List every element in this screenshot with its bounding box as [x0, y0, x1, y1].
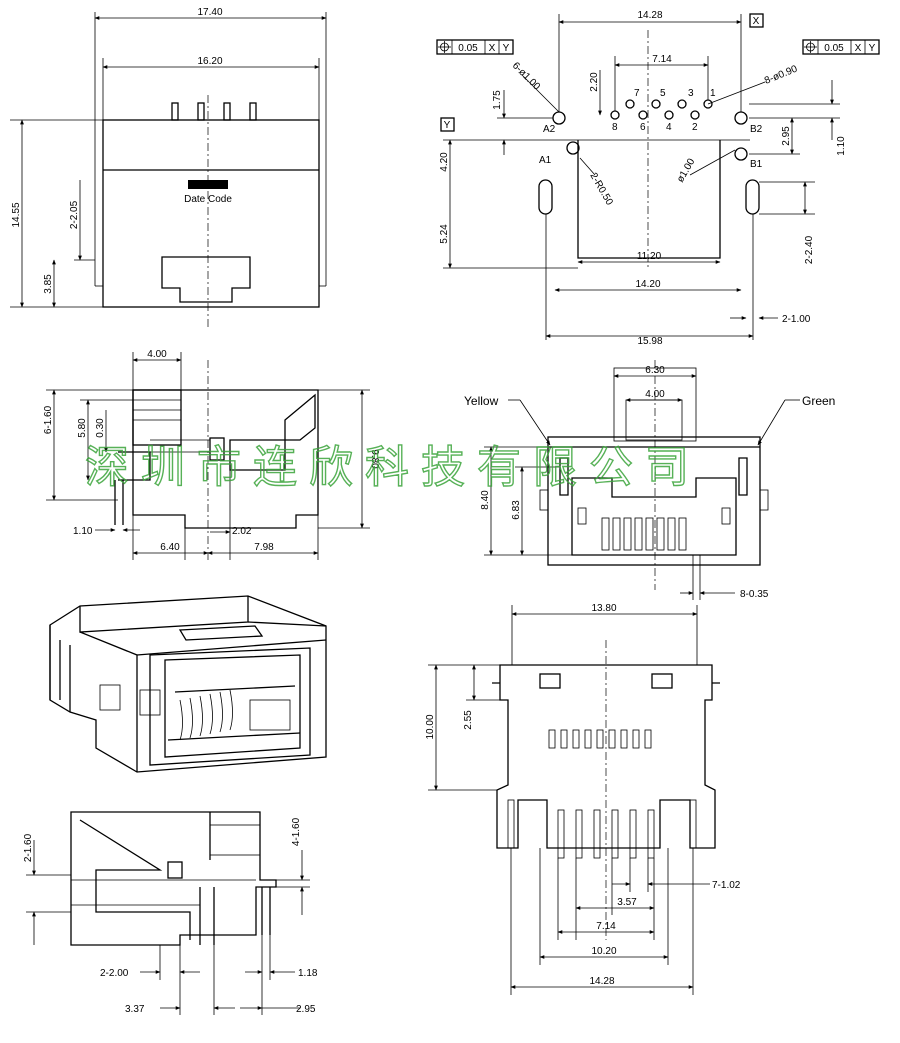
dim-bottom-1428: 14.28	[589, 976, 614, 987]
dim-hole-6: 6-ø1.00	[510, 60, 542, 92]
isometric-view	[49, 595, 327, 773]
label-pin-3: 3	[688, 88, 694, 99]
tol-left-y: Y	[503, 43, 510, 54]
label-pin-7: 7	[634, 88, 640, 99]
contacts	[601, 517, 687, 551]
label-pin-6: 6	[640, 122, 646, 133]
label-pin-2: 2	[692, 122, 698, 133]
datum-x: X	[753, 16, 760, 27]
dim-220: 2.20	[589, 72, 600, 92]
dim-bottom-1020: 10.20	[591, 946, 616, 957]
dim-bottom-1380: 13.80	[591, 603, 616, 614]
dim-side-980: 9.80	[369, 449, 380, 469]
tolerance-frame-right: 0.05 X Y	[802, 39, 880, 55]
dim-side-400: 4.00	[147, 349, 167, 360]
dim-hole-phi: ø1.00	[675, 156, 698, 184]
bottom-pins	[507, 799, 697, 859]
dim-side-160: 6-1.60	[43, 405, 54, 434]
dim-side-798: 7.98	[254, 542, 274, 553]
label-b1: B1	[750, 159, 763, 170]
tol-right-x: X	[855, 43, 862, 54]
dim-side-030: 0.30	[95, 418, 106, 438]
contact-slots	[548, 729, 652, 749]
label-pin-5: 5	[660, 88, 666, 99]
dim-pin-span: 7.14	[652, 54, 672, 65]
dim-end-160a: 2-1.60	[23, 833, 34, 862]
dim-front-630: 6.30	[645, 365, 665, 376]
dim-bottom-102: 7-1.02	[712, 880, 741, 891]
top-view: Date Code 17.40 16.20 14.55 2-2.05 3.85	[10, 7, 327, 330]
dim-side-640: 6.40	[160, 542, 180, 553]
dim-hole-8: 8-ø0.90	[763, 64, 799, 87]
dim-front-400: 4.00	[645, 389, 665, 400]
dim-end-337: 3.37	[125, 1004, 145, 1015]
label-a2: A2	[543, 124, 556, 135]
label-pin-8: 8	[612, 122, 618, 133]
dim-1598: 15.98	[637, 336, 662, 347]
tol-left-value: 0.05	[458, 43, 478, 54]
led-green-label: Green	[802, 394, 835, 408]
dim-bottom-357: 3.57	[617, 897, 637, 908]
dim-end-200: 2-2.00	[100, 968, 129, 979]
datum-y: Y	[444, 120, 451, 131]
dim-420: 4.20	[439, 152, 450, 172]
end-view: 2-1.60 4-1.60 2-2.00 1.18 3.37 2.95	[23, 811, 318, 1015]
dim-side-110: 1.10	[73, 526, 93, 537]
dim-front-035: 8-0.35	[740, 589, 769, 600]
label-pin-1: 1	[710, 88, 716, 99]
label-b2: B2	[750, 124, 763, 135]
dim-110: 1.10	[836, 136, 847, 156]
dim-1420: 14.20	[635, 279, 660, 290]
label-a1: A1	[539, 155, 552, 166]
footprint-view: A2 A1 B2 B1 8 7 6 5 4 3 2 1 X Y 0.05 X Y	[436, 10, 880, 347]
dim-175: 1.75	[492, 90, 503, 110]
dim-bottom-255: 2.55	[463, 710, 474, 730]
tol-right-value: 0.05	[824, 43, 844, 54]
dim-body-width: 16.20	[197, 56, 222, 67]
tol-left-x: X	[489, 43, 496, 54]
dim-bottom-714: 7.14	[596, 921, 616, 932]
dim-pin-offset: 2-2.05	[69, 200, 80, 229]
front-view: Yellow Green 6.30 4.00 8.40 6.83 8-0.35	[464, 360, 835, 600]
tol-right-y: Y	[869, 43, 876, 54]
dim-bottom-1000: 10.00	[425, 714, 436, 739]
dim-side-580: 5.80	[77, 418, 88, 438]
side-view: 4.00 6-1.60 5.80 0.30 9.80 1.10 2.02 6.4…	[43, 349, 380, 560]
dim-1120: 11.20	[637, 251, 662, 262]
dim-100: 2-1.00	[782, 314, 811, 325]
dim-end-118: 1.18	[298, 968, 318, 979]
bottom-view: 13.80 10.00 2.55 7-1.02 3.57 7.14 10.20 …	[425, 603, 741, 995]
dim-overall-width: 17.40	[197, 7, 222, 18]
led-yellow-label: Yellow	[464, 394, 499, 408]
date-code-label: Date Code	[184, 194, 232, 205]
dim-295: 2.95	[781, 126, 792, 146]
dim-height: 14.55	[11, 202, 22, 227]
dim-end-160b: 4-1.60	[291, 817, 302, 846]
dim-pitch-total: 14.28	[637, 10, 662, 21]
dim-side-202: 2.02	[232, 526, 252, 537]
dim-bottom-offset: 3.85	[43, 274, 54, 294]
dim-524: 5.24	[439, 224, 450, 244]
label-pin-4: 4	[666, 122, 672, 133]
dim-front-683: 6.83	[511, 500, 522, 520]
dim-front-840: 8.40	[480, 490, 491, 510]
tolerance-frame-left: 0.05 X Y	[436, 39, 514, 55]
dim-end-295: 2.95	[296, 1004, 316, 1015]
company-watermark: 深圳市连欣科技有限公司	[85, 442, 701, 493]
dim-240: 2-2.40	[804, 235, 815, 264]
dim-radius: 2-R0.50	[587, 171, 615, 208]
